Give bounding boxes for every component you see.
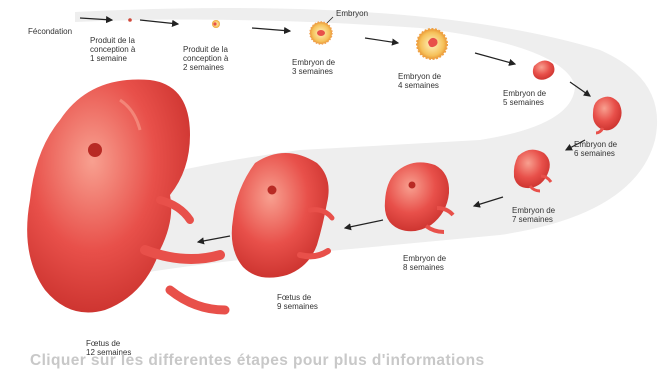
label-3-semaines[interactable]: Embryon de 3 semaines — [292, 58, 335, 76]
label-1-semaine[interactable]: Produit de la conception à 1 semaine — [90, 36, 135, 63]
embryo-3-weeks[interactable] — [310, 22, 332, 44]
label-5-semaines[interactable]: Embryon de 5 semaines — [503, 89, 546, 107]
embryo-2-weeks[interactable] — [212, 20, 220, 28]
arrow-5 — [475, 53, 515, 64]
label-2-semaines[interactable]: Produit de la conception à 2 semaines — [183, 45, 228, 72]
embryo-5-weeks[interactable] — [533, 60, 555, 79]
label-4-semaines[interactable]: Embryon de 4 semaines — [398, 72, 441, 90]
arrow-4 — [365, 38, 398, 43]
label-8-semaines[interactable]: Embryon de 8 semaines — [403, 254, 446, 272]
instruction-caption: Cliquer sur les differentes étapes pour … — [30, 352, 670, 370]
embryo-4-weeks[interactable] — [417, 29, 447, 59]
label-9-semaines[interactable]: Fœtus de 9 semaines — [277, 293, 318, 311]
arrow-2 — [140, 20, 178, 24]
zygote-dot[interactable] — [128, 18, 132, 22]
label-6-semaines[interactable]: Embryon de 6 semaines — [574, 140, 617, 158]
label-fecondation[interactable]: Fécondation — [28, 27, 72, 36]
label-7-semaines[interactable]: Embryon de 7 semaines — [512, 206, 555, 224]
arrow-3 — [252, 28, 290, 31]
callout-embryon: Embryon — [336, 9, 368, 18]
